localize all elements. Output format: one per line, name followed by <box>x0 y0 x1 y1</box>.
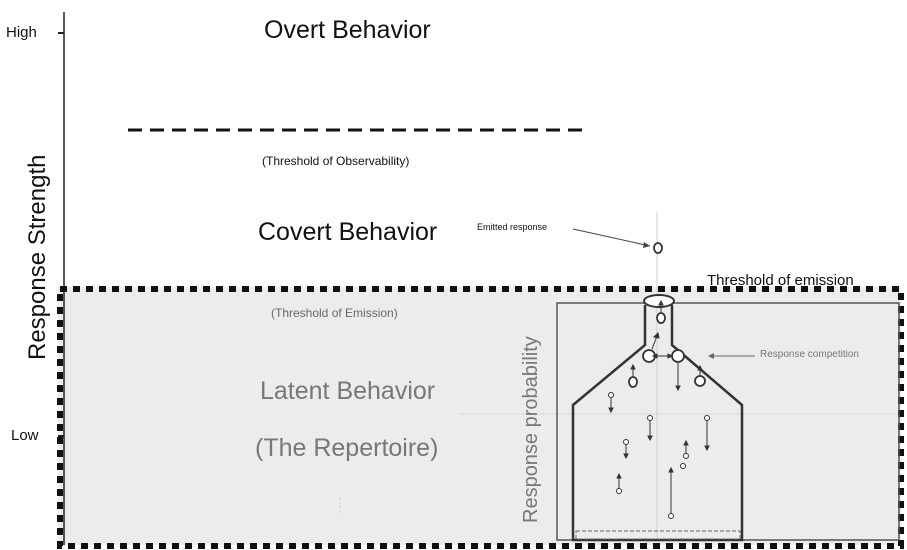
response-probability-label: Response probability <box>520 336 542 523</box>
overt-behavior-label: Overt Behavior <box>264 16 431 44</box>
emission-threshold-inner-label: (Threshold of Emission) <box>271 306 398 320</box>
threshold-of-emission-label: Threshold of emission <box>707 272 854 289</box>
emitted-response-label: Emitted response <box>477 222 548 232</box>
bottle-base-circles <box>575 530 741 540</box>
response-circle <box>616 488 622 494</box>
response-circle <box>668 513 674 519</box>
response-circle <box>680 463 686 469</box>
response-circle <box>656 312 666 324</box>
response-circle <box>694 375 706 387</box>
emitted-response-circle <box>653 242 663 254</box>
axis-low-label: Low <box>11 427 39 444</box>
response-circle <box>608 392 614 398</box>
covert-behavior-label: Covert Behavior <box>258 218 438 246</box>
response-competition-label: Response competition <box>760 349 859 360</box>
emitted-response-pointer <box>572 228 651 247</box>
response-competition-arrowhead <box>708 353 714 359</box>
response-circle <box>683 453 689 459</box>
latent-behavior-label: Latent Behavior <box>260 377 436 405</box>
latent-behavior-region <box>58 287 901 545</box>
response-circle <box>671 349 685 363</box>
response-circle <box>628 376 638 388</box>
bottle-mouth <box>643 294 675 308</box>
response-arrows <box>608 299 710 513</box>
y-axis-title: Response Strength <box>24 154 51 360</box>
repertoire-label: (The Repertoire) <box>255 434 439 462</box>
response-circles <box>608 242 710 519</box>
response-circle <box>704 415 710 421</box>
response-circle <box>623 439 629 445</box>
inset-frame <box>556 302 900 541</box>
response-circle <box>647 415 653 421</box>
observability-threshold-label: (Threshold of Observability) <box>262 154 410 168</box>
axis-high-label: High <box>6 24 37 41</box>
emission-threshold-box <box>57 286 904 549</box>
emitted-response-arrowhead <box>643 242 650 248</box>
